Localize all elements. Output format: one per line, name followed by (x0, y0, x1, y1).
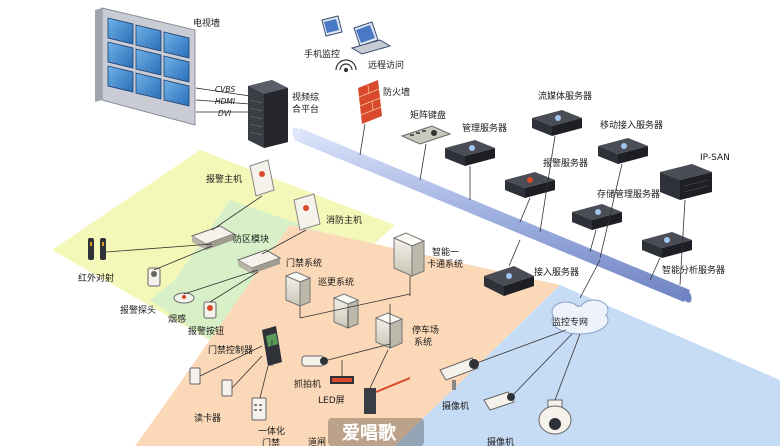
tv-wall (95, 7, 196, 126)
alarm-probe-label: 报警探头 (120, 304, 156, 316)
alarm-button-icon (203, 301, 217, 319)
streaming-server-icon (532, 110, 582, 136)
mobile-monitor-label: 手机监控 (304, 48, 340, 60)
mobile-access-server-icon (598, 138, 648, 164)
door-system-label: 门禁系统 (286, 257, 322, 269)
integrated-door-icon (251, 397, 267, 421)
cvbs-line (195, 87, 251, 97)
alarm-host-label: 报警主机 (206, 173, 242, 185)
gate-label: 道闸 (308, 436, 326, 446)
management-server-icon (445, 140, 495, 166)
led-screen-label: LED屏 (318, 395, 345, 406)
dvi-label: DVI (218, 109, 232, 118)
firewall-label: 防火墙 (383, 86, 410, 98)
video-platform-label-1: 视频综 (292, 91, 319, 103)
watermark: 爱唱歌 (342, 422, 397, 444)
alarm-button-label: 报警按钮 (188, 325, 224, 337)
phone-icon (321, 15, 343, 37)
access-wiring (199, 276, 411, 399)
smart-card-label-2: 卡通系统 (427, 258, 463, 270)
smoke-label: 烟感 (168, 313, 186, 325)
ip-san-icon (660, 164, 712, 200)
zone-module-icon (190, 225, 236, 250)
smart-card-label-1: 智能一 (432, 246, 459, 258)
management-server-label: 管理服务器 (462, 122, 507, 134)
door-controller-label: 门禁控制器 (208, 344, 253, 356)
infrared-label: 红外对射 (78, 272, 114, 284)
door-system-server-icon (284, 271, 312, 307)
alarm-wiring (105, 195, 307, 303)
snapshot-camera-icon (301, 355, 328, 367)
monitor-network-label: 监控专网 (552, 316, 588, 328)
server-connectors (359, 123, 686, 286)
integrated-label-1: 一体化 (258, 425, 285, 437)
camera2-label: 摄像机 (487, 436, 514, 446)
parking-server-icon (374, 312, 404, 349)
hdmi-line (195, 99, 251, 105)
firewall-icon (358, 80, 382, 124)
camera-label: 摄像机 (442, 400, 469, 412)
streaming-server-label: 流媒体服务器 (538, 90, 592, 102)
patrol-system-server-icon (332, 293, 360, 329)
smoke-detector-icon (173, 292, 195, 304)
fire-host-label: 消防主机 (326, 214, 362, 226)
video-platform-rack-icon (248, 80, 288, 148)
alarm-probe-icon (147, 267, 161, 287)
led-screen-icon (330, 376, 354, 384)
ip-san-label: IP-SAN (700, 153, 730, 163)
zone-module-2-icon (236, 249, 282, 274)
card-reader-icon (189, 367, 233, 397)
video-platform-label-2: 合平台 (292, 103, 319, 115)
alarm-server-label: 报警服务器 (543, 157, 588, 169)
monitor-network-cloud-icon (551, 299, 609, 335)
mobile-access-server-label: 移动接入服务器 (600, 119, 663, 131)
watermark-bg (328, 418, 424, 446)
smart-analysis-server-label: 智能分析服务器 (662, 264, 725, 276)
matrix-keyboard-icon (400, 125, 452, 145)
matrix-keyboard-label: 矩阵键盘 (410, 109, 446, 121)
integrated-label-2: 门禁 (262, 437, 280, 446)
wireless-icon (335, 59, 357, 73)
storage-server-label: 存储管理服务器 (597, 188, 660, 200)
zone-module-label: 防区模块 (233, 233, 269, 245)
gate-icon (364, 377, 411, 414)
infrared-beam-icon (88, 238, 106, 260)
dome-camera-icon (538, 399, 572, 435)
parking-label-2: 系统 (414, 336, 432, 348)
cloud-connector (579, 259, 601, 299)
camera-wiring (473, 329, 581, 401)
storage-server-icon (572, 204, 622, 230)
alarm-host-icon (249, 159, 275, 197)
tv-wall-label: 电视墙 (193, 17, 220, 29)
network-backbone-pipe (292, 127, 692, 303)
access-server-label: 接入服务器 (534, 266, 579, 278)
box-camera-icon (439, 357, 479, 390)
cvbs-label: CVBS (215, 85, 236, 94)
patrol-system-label: 巡更系统 (318, 276, 354, 288)
parking-label-1: 停车场 (412, 324, 439, 336)
remote-access-label: 远程访问 (368, 59, 404, 71)
laptop-icon (350, 21, 392, 55)
smart-card-server-icon (392, 232, 426, 277)
card-reader-label: 读卡器 (194, 412, 221, 424)
access-server-icon (484, 266, 534, 296)
smart-analysis-server-icon (642, 232, 692, 258)
snapshot-label: 抓拍机 (294, 378, 321, 390)
fire-host-icon (293, 193, 321, 231)
hdmi-label: HDMI (215, 97, 236, 106)
zone-access-orange (135, 225, 560, 446)
